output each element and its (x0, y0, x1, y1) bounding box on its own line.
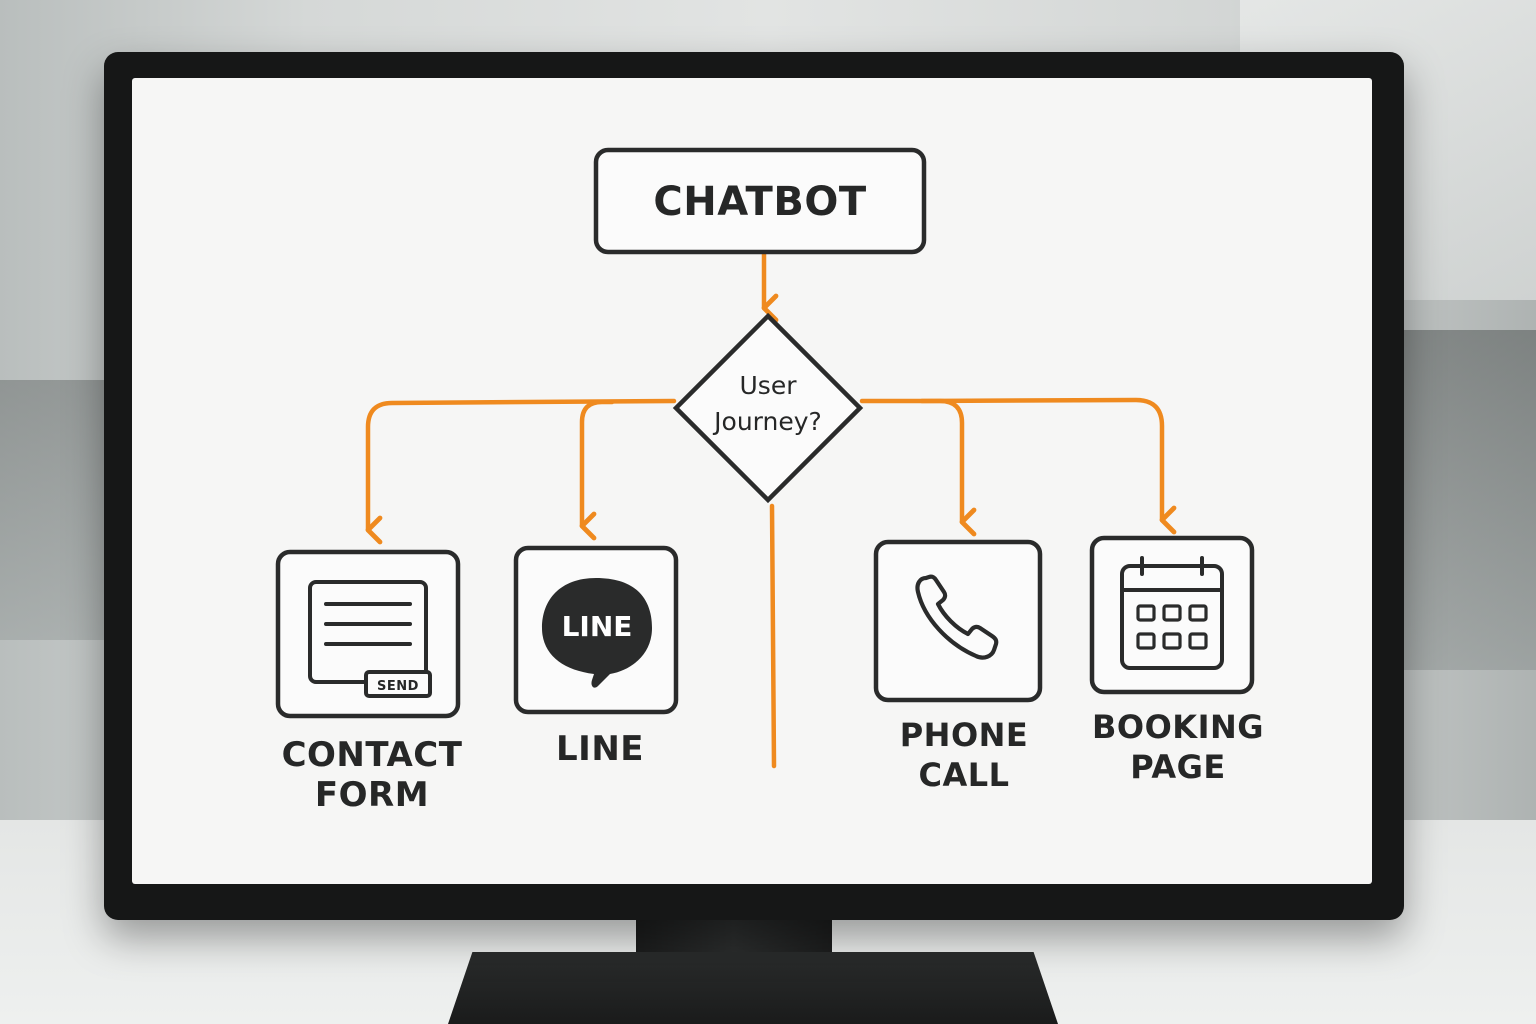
contact-form-send-label: SEND (377, 679, 419, 694)
phone-icon (915, 574, 999, 660)
send-button-icon (364, 670, 432, 698)
booking-page-label-line1: BOOKING (1092, 708, 1264, 746)
phone-call-label-line1: PHONE (900, 716, 1029, 754)
decision-label-line1: User (740, 371, 798, 400)
background-shelf-left (0, 380, 110, 640)
calendar-icon (1120, 556, 1224, 670)
option-phone-call: PHONE CALL (873, 539, 1043, 794)
decision-node: User Journey? (672, 312, 864, 504)
line-label: LINE (556, 729, 644, 769)
option-booking-page: BOOKING PAGE (1089, 535, 1264, 786)
booking-page-card (1089, 535, 1255, 695)
line-app-icon (542, 578, 652, 688)
option-line: LINE LINE (513, 545, 679, 769)
decision-diamond (672, 312, 864, 504)
flowchart: CHATBOT User Journey? SEND CONTAC (275, 147, 1264, 815)
background-shelf-right (1390, 330, 1536, 670)
connector-center-down (769, 503, 777, 769)
contact-form-icon (308, 580, 432, 698)
chatbot-box (593, 147, 927, 255)
connector-to-contact-form (365, 398, 677, 545)
contact-form-label-line2: FORM (315, 775, 429, 815)
phone-call-card (873, 539, 1043, 703)
connector-to-line (579, 399, 615, 541)
decision-label-line2: Journey? (712, 407, 822, 436)
monitor-stand-base (448, 952, 1058, 1024)
connector-to-booking-page (919, 397, 1177, 535)
option-contact-form: SEND CONTACT FORM (275, 549, 463, 815)
phone-call-label-line2: CALL (918, 756, 1009, 794)
line-logo-text: LINE (562, 610, 633, 643)
connector-to-phone-call (859, 398, 977, 537)
monitor-screen: CHATBOT User Journey? SEND CONTAC (132, 78, 1372, 884)
monitor-bezel: CHATBOT User Journey? SEND CONTAC (104, 52, 1404, 920)
contact-form-label-line1: CONTACT (282, 735, 463, 775)
connector-lines (365, 251, 1177, 769)
chatbot-node: CHATBOT (593, 147, 927, 255)
chatbot-label: CHATBOT (653, 179, 866, 225)
booking-page-label-line2: PAGE (1130, 748, 1225, 786)
